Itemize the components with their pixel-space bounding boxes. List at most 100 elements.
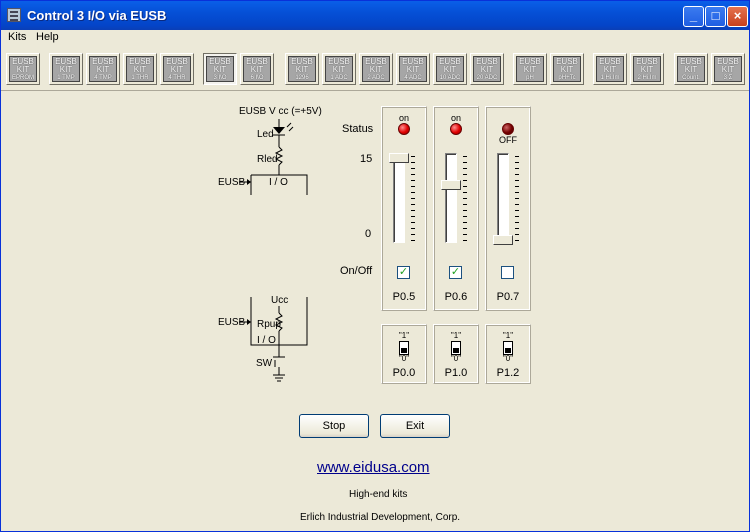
status-led: [398, 123, 410, 135]
kit-label-l1: EUSB: [291, 57, 313, 66]
kit-label-l3: 4 THR: [168, 75, 186, 81]
output-panel-2: [485, 106, 531, 311]
kit-label-l1: EUSB: [439, 57, 461, 66]
kit-label-l3: 1296: [295, 75, 309, 81]
kit-label-l1: EUSB: [599, 57, 621, 66]
toggle-switch-icon: [503, 341, 513, 355]
title-bar[interactable]: Control 3 I/O via EUSB _ □ ×: [1, 1, 749, 30]
level-slider-track[interactable]: [445, 153, 457, 243]
kit-label-l3: 10 ADC: [439, 75, 461, 81]
onoff-checkbox[interactable]: ✓: [449, 266, 462, 279]
kit-label-l1: EUSB: [12, 57, 34, 66]
level-slider-thumb[interactable]: [493, 235, 513, 245]
input-panel-1: [433, 324, 479, 384]
kit-label-l2: KIT: [250, 65, 264, 74]
kit-label-l1: EUSB: [402, 57, 424, 66]
tagline: High-end kits: [349, 489, 408, 500]
input-port-label: P1.0: [444, 367, 468, 379]
level-slider-track[interactable]: [497, 153, 509, 243]
led-label: Led: [257, 129, 274, 140]
kit-label-l2: KIT: [133, 65, 147, 74]
rpup-label: Rpup: [257, 319, 281, 330]
kit-label-l3: 6 I\O: [250, 75, 264, 81]
output-panel-1: [433, 106, 479, 311]
slider-ticks: [463, 156, 467, 242]
eusb-input-label: EUSB: [218, 317, 246, 328]
kit-label-l1: EUSB: [328, 57, 350, 66]
kit-label-l3: EPROM: [11, 75, 34, 81]
output-port-label: P0.6: [444, 291, 468, 303]
level-slider-thumb[interactable]: [441, 180, 461, 191]
kit-label-l3: 3 I\O: [213, 75, 227, 81]
kit-label-l3: 2 ADC: [367, 75, 385, 81]
vcc-label: EUSB V cc (=+5V): [239, 106, 322, 117]
kit-label-l1: EUSB: [476, 57, 498, 66]
menu-kits[interactable]: Kits: [8, 31, 27, 43]
led-state-text: OFF: [499, 135, 517, 145]
level-slider-thumb[interactable]: [389, 153, 409, 163]
onoff-checkbox[interactable]: [501, 266, 514, 279]
close-button[interactable]: ×: [727, 6, 748, 27]
stop-button[interactable]: Stop: [299, 414, 369, 438]
website-link[interactable]: www.eidusa.com: [317, 459, 430, 476]
kit-label-l2: KIT: [721, 65, 735, 74]
switch-high-label: "1": [398, 331, 410, 340]
maximize-button[interactable]: □: [705, 6, 726, 27]
kit-label-l2: KIT: [523, 65, 537, 74]
io-input-label: I / O: [257, 335, 276, 346]
kit-label-l2: KIT: [295, 65, 309, 74]
rled-resistor: [274, 146, 284, 166]
led-state-text: on: [450, 113, 461, 123]
output-panel-0: [381, 106, 427, 311]
switch-low-label: "0": [502, 354, 514, 363]
input-panel-0: [381, 324, 427, 384]
input-port-label: P1.2: [496, 367, 520, 379]
vcc2-label: Ucc: [271, 295, 289, 306]
minimize-button[interactable]: _: [683, 6, 704, 27]
input-panel-2: [485, 324, 531, 384]
exit-button[interactable]: Exit: [380, 414, 450, 438]
kit-label-l2: KIT: [332, 65, 346, 74]
kit-label-l2: KIT: [213, 65, 227, 74]
kit-label-l2: KIT: [603, 65, 617, 74]
kit-label-l2: KIT: [369, 65, 383, 74]
menu-help[interactable]: Help: [36, 31, 59, 43]
switch-high-label: "1": [502, 331, 514, 340]
eusb-output-label: EUSB: [218, 177, 246, 188]
kit-label-l2: KIT: [684, 65, 698, 74]
output-port-label: P0.7: [496, 291, 520, 303]
level-slider-track[interactable]: [393, 153, 405, 243]
kit-label-l1: EUSB: [246, 57, 268, 66]
kit-label-l1: EUSB: [129, 57, 151, 66]
kit-label-l1: EUSB: [166, 57, 188, 66]
switch-high-label: "1": [450, 331, 462, 340]
onoff-checkbox[interactable]: ✓: [397, 266, 410, 279]
kit-label-l1: EUSB: [717, 57, 739, 66]
